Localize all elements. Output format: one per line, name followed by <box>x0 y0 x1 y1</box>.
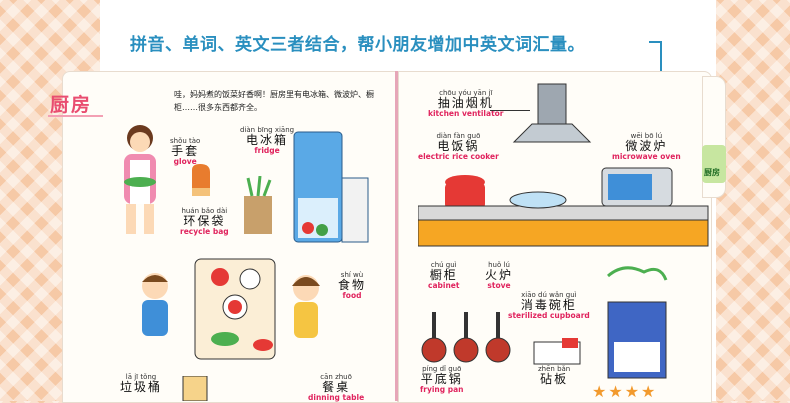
english: microwave oven <box>612 151 681 161</box>
label-kitchen-ventilator: chōu yóu yān jī 抽油烟机 kitchen ventilator <box>428 89 504 118</box>
hanzi: 平底锅 <box>420 372 463 387</box>
hanzi: 火炉 <box>485 268 514 283</box>
hanzi: 电饭锅 <box>437 139 480 154</box>
frying-pan-icon <box>421 312 511 363</box>
english: sterilized cupboard <box>508 310 590 320</box>
pinyin: zhēn bǎn <box>538 365 571 373</box>
title-underline <box>48 115 103 117</box>
english: cabinet <box>428 280 460 290</box>
label-recycle-bag: huán bǎo dài 环保袋 recycle bag <box>180 207 229 236</box>
pinyin: wēi bō lú <box>630 132 663 140</box>
book-spine <box>395 71 398 401</box>
sterilized-cupboard-icon <box>607 266 668 379</box>
label-stove: huǒ lú 火炉 stove <box>485 261 514 290</box>
decorative-stars: ★★★★ <box>592 382 658 401</box>
section-tab-chip: 厨房 <box>702 145 726 183</box>
pinyin: chōu yóu yān jī <box>439 89 493 97</box>
label-cabinet: chú guì 橱柜 cabinet <box>428 261 460 290</box>
pinyin: huán bǎo dài <box>181 207 228 215</box>
english: kitchen ventilator <box>428 108 504 118</box>
hanzi: 环保袋 <box>183 214 226 229</box>
label-food: shí wù 食物 food <box>338 271 367 300</box>
microwave-icon <box>601 167 673 207</box>
pinyin: diàn fàn guō <box>436 132 481 140</box>
counter-and-cabinet <box>418 191 709 247</box>
english: fridge <box>254 145 280 155</box>
label-sterilized-cupboard: xiāo dú wǎn guì 消毒碗柜 sterilized cupboard <box>508 291 590 320</box>
label-chopping-board: zhēn bǎn 砧板 <box>538 365 571 387</box>
hanzi: 砧板 <box>540 372 569 387</box>
leader-line <box>649 41 661 43</box>
mother-illustration <box>124 125 156 234</box>
pointer-line <box>490 110 530 111</box>
english: glove <box>173 156 197 166</box>
label-fridge: diàn bīng xiāng 电冰箱 fridge <box>240 126 295 155</box>
glove-icon <box>192 164 210 196</box>
label-glove: shǒu tào 手套 glove <box>170 137 201 166</box>
pinyin: shǒu tào <box>170 137 201 145</box>
english: stove <box>487 280 511 290</box>
girl-illustration <box>292 275 320 338</box>
pinyin: cān zhuō <box>320 373 352 381</box>
rice-cooker-icon <box>445 175 485 210</box>
intro-text: 哇，妈妈煮的饭菜好香啊！厨房里有电冰箱、微波炉、橱柜……很多东西都齐全。 <box>174 90 374 112</box>
headline-text: 拼音、单词、英文三者结合，帮小朋友增加中英文词汇量。 <box>130 35 585 55</box>
chopping-board-icon <box>533 338 581 365</box>
hanzi: 电冰箱 <box>246 133 289 148</box>
hanzi: 手套 <box>171 144 200 159</box>
hanzi: 食物 <box>338 278 367 293</box>
pinyin: shí wù <box>340 271 364 279</box>
dining-table-illustration <box>194 258 276 360</box>
label-rice-cooker: diàn fàn guō 电饭锅 electric rice cooker <box>418 132 499 161</box>
english: dinning table <box>308 392 365 402</box>
hanzi: 橱柜 <box>429 268 458 283</box>
hanzi: 餐桌 <box>322 380 351 395</box>
pinyin: chú guì <box>430 261 457 269</box>
boy-illustration <box>142 273 168 336</box>
ventilator-icon <box>512 83 592 143</box>
section-tab-label: 厨房 <box>704 168 720 177</box>
english: frying pan <box>420 384 464 394</box>
english: recycle bag <box>180 226 229 236</box>
english: food <box>342 290 362 300</box>
hanzi: 垃圾桶 <box>120 380 163 395</box>
fridge-icon <box>293 131 369 243</box>
label-dining-table: cān zhuō 餐桌 dinning table <box>308 373 365 402</box>
hanzi: 消毒碗柜 <box>520 298 577 313</box>
hanzi: 微波炉 <box>625 139 668 154</box>
english: electric rice cooker <box>418 151 499 161</box>
pinyin: lā jī tǒng <box>125 373 157 381</box>
pinyin: diàn bīng xiāng <box>240 126 295 134</box>
label-trash-can: lā jī tǒng 垃圾桶 <box>120 373 163 395</box>
pinyin: xiāo dú wǎn guì <box>521 291 577 299</box>
recycle-bag-icon <box>244 176 272 234</box>
label-microwave: wēi bō lú 微波炉 microwave oven <box>612 132 681 161</box>
label-frying-pan: píng dǐ guō 平底锅 frying pan <box>420 365 464 394</box>
section-title: 厨房 <box>50 94 93 116</box>
pinyin: huǒ lú <box>488 261 510 269</box>
pinyin: píng dǐ guō <box>422 365 462 373</box>
trash-can-icon <box>182 376 208 401</box>
hanzi: 抽油烟机 <box>437 96 494 111</box>
